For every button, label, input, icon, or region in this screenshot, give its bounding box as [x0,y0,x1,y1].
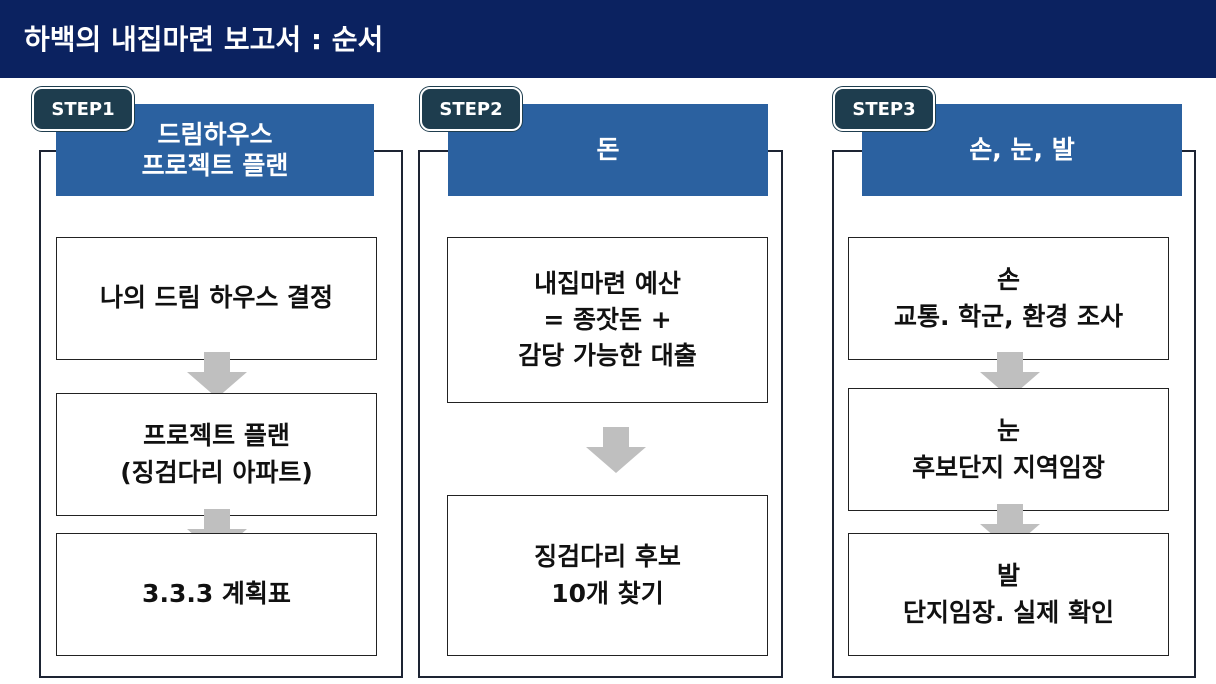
page-title: 하백의 내집마련 보고서 : 순서 [24,23,384,56]
step1-box-1: 나의 드림 하우스 결정 [56,237,377,360]
box-text-line: 프로젝트 플랜 [143,421,290,451]
box-text-line: 발 [996,561,1020,591]
box-text-line: 징검다리 후보 [534,542,681,572]
step1-tab: STEP1 [32,87,134,131]
box-text-line: 나의 드림 하우스 결정 [99,283,334,313]
box-text-line: 감당 가능한 대출 [518,341,697,371]
down-arrow-icon [586,427,646,473]
step1-box-3: 3.3.3 계획표 [56,533,377,656]
step2-box-2: 징검다리 후보 10개 찾기 [447,495,768,656]
box-text-line: 내집마련 예산 [534,268,681,298]
box-text-line: 교통. 학군, 환경 조사 [893,301,1124,331]
down-arrow-icon [187,509,247,555]
down-arrow-icon [980,504,1040,550]
box-text-line: 10개 찾기 [551,578,664,608]
box-text-line: 후보단지 지역임장 [912,452,1105,482]
box-text-line: (징검다리 아파트) [120,457,313,487]
box-text-line: 3.3.3 계획표 [142,579,291,609]
step3-box-1: 손 교통. 학군, 환경 조사 [848,237,1169,360]
step2-box-1: 내집마련 예산 = 종잣돈 + 감당 가능한 대출 [447,237,768,403]
box-text-line: = 종잣돈 + [543,304,672,334]
header-bar: 하백의 내집마련 보고서 : 순서 [0,0,1216,78]
step1-box-2: 프로젝트 플랜 (징검다리 아파트) [56,393,377,516]
step2-tab: STEP2 [420,87,522,131]
down-arrow-icon [980,352,1040,398]
box-text-line: 눈 [996,416,1020,446]
box-text-line: 손 [996,265,1020,295]
step3-tab: STEP3 [833,87,935,131]
step3-box-2: 눈 후보단지 지역임장 [848,388,1169,511]
box-text-line: 단지임장. 실제 확인 [903,597,1114,627]
step3-box-3: 발 단지임장. 실제 확인 [848,533,1169,656]
down-arrow-icon [187,352,247,398]
